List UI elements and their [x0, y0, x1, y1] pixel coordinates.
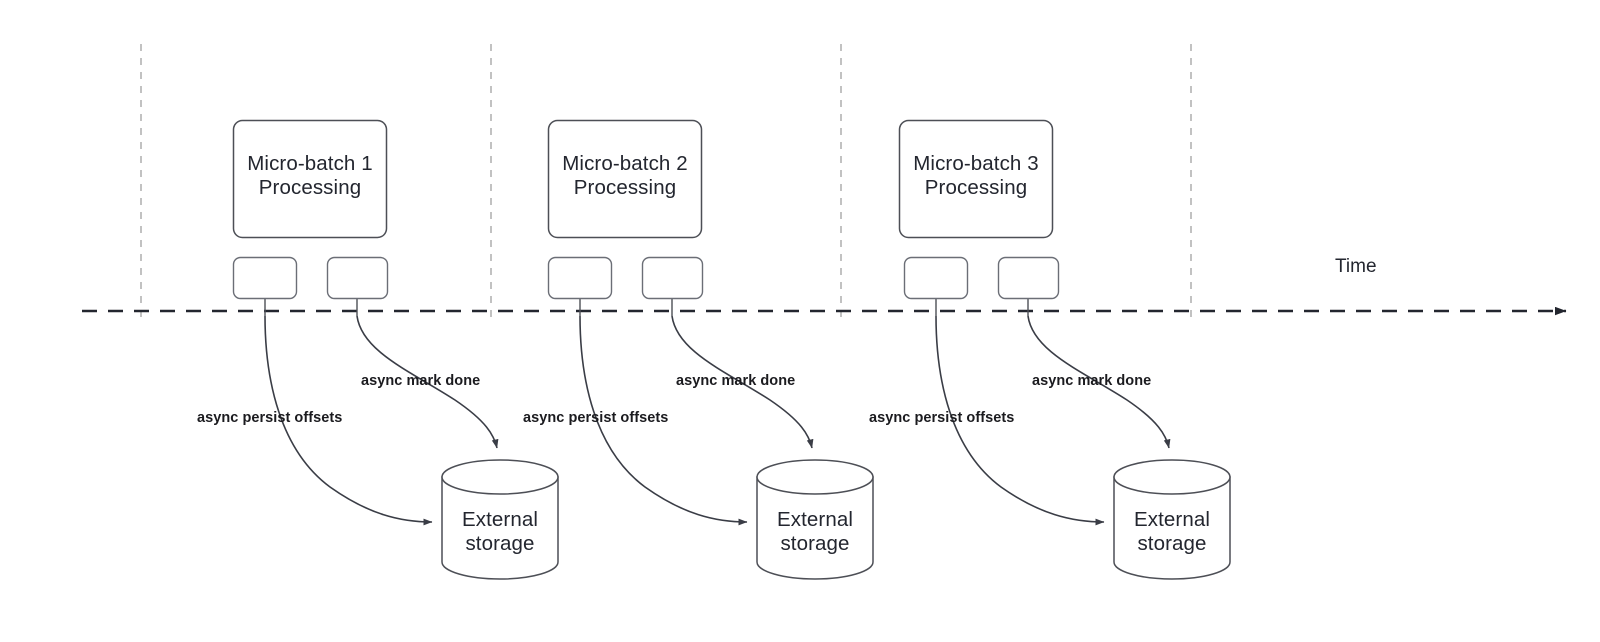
external-storage-3-line1: External	[1133, 508, 1210, 531]
batch-box-2-label: Micro-batch 2 Processing	[548, 152, 702, 200]
batch-box-1-label: Micro-batch 1 Processing	[233, 152, 387, 200]
time-axis-label: Time	[1335, 256, 1377, 277]
external-storage-1[interactable]	[441, 459, 559, 580]
group-micro-batch-2	[547, 119, 874, 580]
edge-label-mark-done-3: async mark done	[1032, 373, 1152, 389]
edge-persist-offsets-2	[579, 315, 748, 526]
edge-label-persist-offsets-2: async persist offsets	[523, 410, 669, 426]
batch-box-3-line1: Micro-batch 3	[913, 152, 1039, 175]
batch-box-1-line2: Processing	[258, 176, 362, 200]
edge-mark-done-3	[1027, 315, 1171, 449]
external-storage-2-line2: storage	[780, 532, 850, 556]
external-storage-3[interactable]	[1113, 459, 1231, 580]
task-box-3b[interactable]	[997, 256, 1060, 300]
external-storage-1-label: External storage	[442, 508, 558, 556]
batch-box-2[interactable]	[547, 119, 703, 239]
external-storage-2-label: External storage	[757, 508, 873, 556]
external-storage-3-label: External storage	[1114, 508, 1230, 556]
task-box-1a[interactable]	[232, 256, 298, 300]
edge-label-mark-done-1: async mark done	[361, 373, 481, 389]
batch-box-3[interactable]	[898, 119, 1054, 239]
batch-box-1[interactable]	[232, 119, 388, 239]
group-micro-batch-1	[232, 119, 559, 580]
group-micro-batch-3	[898, 119, 1231, 580]
batch-box-2-line1: Micro-batch 2	[562, 152, 688, 175]
task-box-2a[interactable]	[547, 256, 613, 300]
external-storage-2-line1: External	[776, 508, 853, 531]
batch-box-3-label: Micro-batch 3 Processing	[899, 152, 1053, 200]
batch-boundary-guides	[140, 44, 1192, 322]
edge-label-persist-offsets-3: async persist offsets	[869, 410, 1015, 426]
external-storage-1-line2: storage	[465, 532, 535, 556]
edge-persist-offsets-3	[935, 315, 1105, 526]
edge-persist-offsets-1	[264, 315, 433, 526]
external-storage-3-line2: storage	[1137, 532, 1207, 556]
task-box-1b[interactable]	[326, 256, 389, 300]
edge-label-persist-offsets-1: async persist offsets	[197, 410, 343, 426]
task-box-3a[interactable]	[903, 256, 969, 300]
task-box-2b[interactable]	[641, 256, 704, 300]
batch-box-3-line2: Processing	[924, 176, 1028, 200]
edge-mark-done-1	[356, 315, 499, 449]
external-storage-2[interactable]	[756, 459, 874, 580]
batch-box-1-line1: Micro-batch 1	[247, 152, 373, 175]
edge-label-mark-done-2: async mark done	[676, 373, 796, 389]
external-storage-1-line1: External	[461, 508, 538, 531]
batch-box-2-line2: Processing	[573, 176, 677, 200]
edge-mark-done-2	[671, 315, 814, 449]
